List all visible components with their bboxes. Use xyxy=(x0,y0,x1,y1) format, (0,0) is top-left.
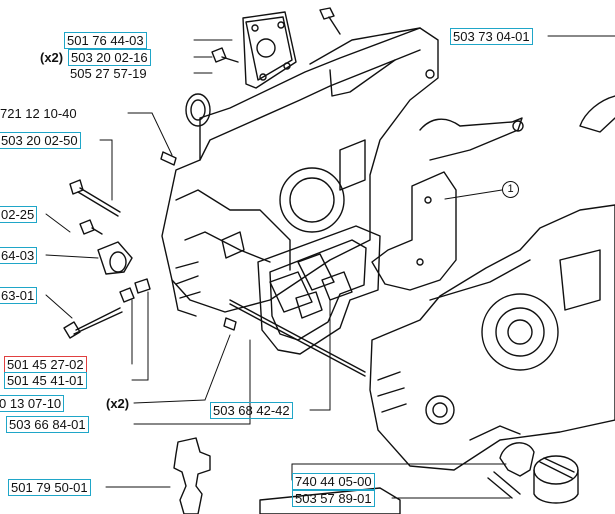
part-label-501-76-44-03: 501 76 44-03 xyxy=(64,32,147,49)
top-screws xyxy=(211,7,341,63)
crankcase-left-half xyxy=(161,27,439,317)
bottom-bracket xyxy=(173,437,211,514)
leader-lines xyxy=(45,35,615,499)
part-label-740-44-05-00: 740 44 05-00 xyxy=(292,473,375,490)
part-label-0-13-07-10: 0 13 07-10 xyxy=(0,395,65,412)
part-label-503-68-42-42: 503 68 42-42 xyxy=(210,402,293,419)
callout-number: 1 xyxy=(502,181,519,198)
part-label-501-79-50-01: 501 79 50-01 xyxy=(8,479,91,496)
crankcase-right-half xyxy=(369,204,615,471)
part-label-505-27-57-19: 505 27 57-19 xyxy=(70,66,147,81)
part-label-501-45-41-01: 501 45 41-01 xyxy=(4,372,87,389)
quantity-x2-second: (x2) xyxy=(106,396,130,411)
part-label-503-20-02-50: 503 20 02-50 xyxy=(0,132,81,149)
part-label-503-73-04-01: 503 73 04-01 xyxy=(450,28,533,45)
part-label-503-20-02-16: 503 20 02-16 xyxy=(68,49,151,66)
chain-cover-fragment xyxy=(579,95,615,133)
part-label-503-57-89-01: 503 57 89-01 xyxy=(292,490,375,507)
top-cover-plate xyxy=(242,11,297,89)
seal-ring xyxy=(185,93,211,127)
part-label-721-12-10-40: 721 12 10-40 xyxy=(0,106,77,121)
part-label-501-45-27-02: 501 45 27-02 xyxy=(4,356,87,373)
part-label-64-03: 64-03 xyxy=(0,247,38,264)
oil-plug xyxy=(533,455,579,504)
quantity-x2: (x2) xyxy=(40,50,64,65)
part-label-503-66-84-01: 503 66 84-01 xyxy=(6,416,89,433)
middle-gasket xyxy=(257,225,381,355)
part-label-02-25: 02-25 xyxy=(0,206,38,223)
left-fasteners xyxy=(63,151,237,339)
right-gasket xyxy=(371,117,524,291)
spring-clip xyxy=(487,442,535,499)
part-label-63-01: 63-01 xyxy=(0,287,38,304)
